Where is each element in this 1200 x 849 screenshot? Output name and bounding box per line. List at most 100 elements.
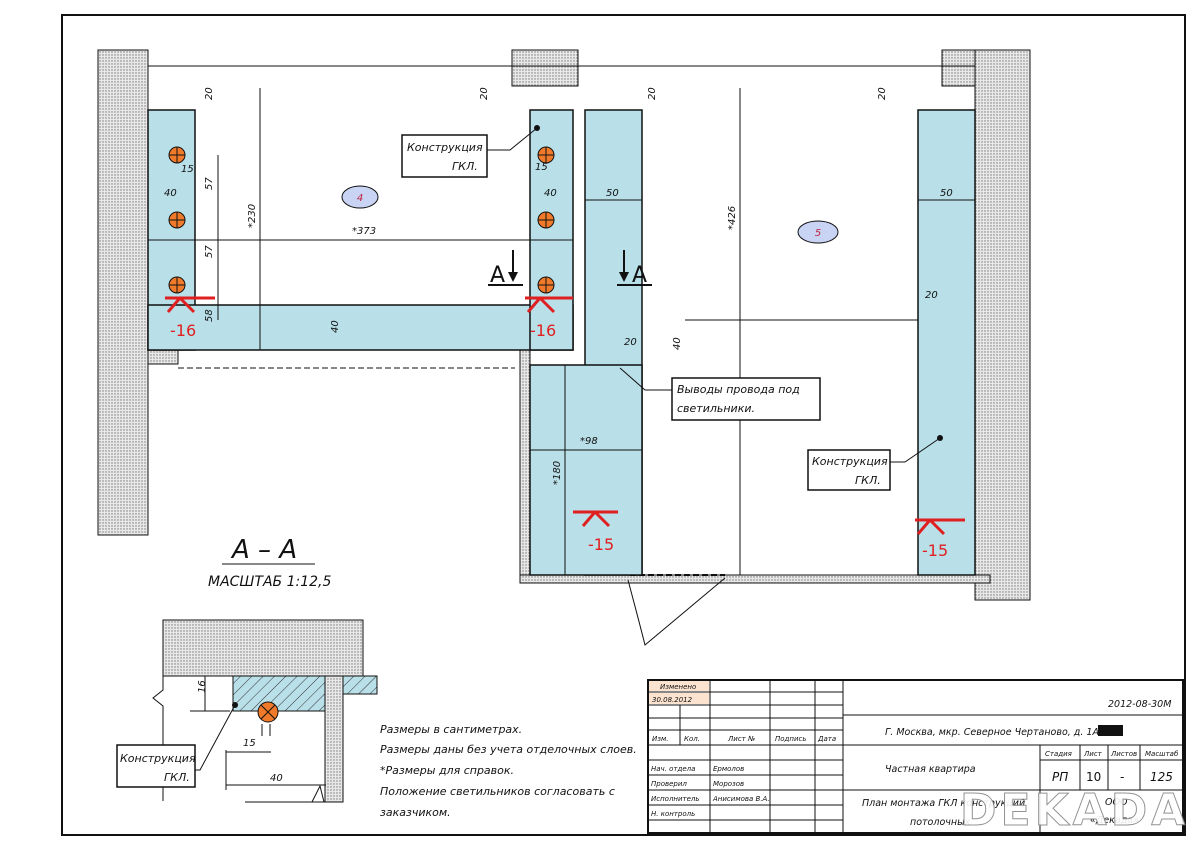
svg-text:-15: -15 <box>922 541 948 560</box>
svg-text:Нач. отдела: Нач. отдела <box>651 765 695 773</box>
lamp-icon <box>537 276 555 294</box>
dimension-lines <box>148 88 918 575</box>
svg-text:*230: *230 <box>247 204 258 228</box>
svg-text:Конструкция: Конструкция <box>812 455 888 468</box>
svg-text:50: 50 <box>606 188 619 199</box>
svg-text:ГКЛ.: ГКЛ. <box>164 771 190 784</box>
svg-text:Размеры в сантиметрах.: Размеры в сантиметрах. <box>380 723 522 736</box>
section-mark-right: А <box>617 250 652 288</box>
section-title: А – А <box>230 535 297 565</box>
level-marks: -16 -16 -15 -15 <box>165 296 965 560</box>
svg-text:Изменено: Изменено <box>660 683 696 691</box>
title-block: Изменено 30.08.2012 Изм. Кол. Лист № Под… <box>647 679 1189 837</box>
svg-text:15: 15 <box>243 738 256 749</box>
svg-text:Анисимова В.А.: Анисимова В.А. <box>712 795 770 803</box>
svg-text:5: 5 <box>815 228 821 239</box>
callout-gkl-top: Конструкция ГКЛ. <box>401 125 540 178</box>
room-badge: 4 <box>341 185 379 209</box>
room-badge: 5 <box>797 220 839 244</box>
svg-text:15: 15 <box>535 162 548 173</box>
lamp-icon <box>537 211 555 229</box>
section-detail: Конструкция ГКЛ. 16 15 40 <box>116 619 378 803</box>
svg-text:Листов: Листов <box>1110 750 1137 758</box>
svg-text:Исполнитель: Исполнитель <box>651 795 700 803</box>
notes: Размеры в сантиметрах. Размеры даны без … <box>380 723 637 819</box>
svg-text:ГКЛ.: ГКЛ. <box>452 160 478 173</box>
svg-text:Подпись: Подпись <box>775 735 807 743</box>
svg-text:40: 40 <box>164 188 177 199</box>
svg-text:Дата: Дата <box>817 735 836 743</box>
svg-text:-16: -16 <box>530 321 556 340</box>
svg-text:-15: -15 <box>588 535 614 554</box>
svg-text:Морозов: Морозов <box>713 780 744 788</box>
svg-text:-: - <box>1120 770 1124 784</box>
section-scale: МАСШТАБ 1:12,5 <box>208 574 331 590</box>
lamp-icon <box>168 211 186 229</box>
svg-text:ГКЛ.: ГКЛ. <box>855 474 881 487</box>
svg-text:Кол.: Кол. <box>684 735 700 743</box>
svg-text:16: 16 <box>197 680 208 693</box>
svg-text:План монтажа ГКЛ конструкций: План монтажа ГКЛ конструкций <box>862 798 1025 809</box>
svg-text:40: 40 <box>544 188 557 199</box>
lamp-icon <box>168 276 186 294</box>
svg-text:светильники.: светильники. <box>677 402 755 415</box>
svg-text:Изм.: Изм. <box>652 735 668 743</box>
svg-text:2012-08-30М: 2012-08-30М <box>1108 699 1171 710</box>
svg-text:«Декада»: «Декада» <box>1090 815 1139 826</box>
svg-text:40: 40 <box>672 337 683 350</box>
lamp-icon <box>257 701 279 723</box>
svg-text:А: А <box>490 263 505 288</box>
dimension-labels: 20 20 20 20 15 40 57 57 58 *230 *373 40 … <box>164 87 953 485</box>
svg-text:Г. Москва, мкр. Северное Черта: Г. Москва, мкр. Северное Чертаново, д. 1… <box>885 727 1119 738</box>
svg-text:58: 58 <box>204 309 215 322</box>
svg-text:Выводы провода под: Выводы провода под <box>677 383 800 396</box>
section-mark-left: А <box>488 250 523 288</box>
svg-text:20: 20 <box>204 87 215 100</box>
watermark-logo: DEKADA <box>960 785 1189 836</box>
svg-text:20: 20 <box>925 290 938 301</box>
svg-text:30.08.2012: 30.08.2012 <box>652 696 693 704</box>
svg-text:*373: *373 <box>352 226 376 237</box>
svg-text:20: 20 <box>647 87 658 100</box>
svg-text:Частная квартира: Частная квартира <box>885 764 976 775</box>
svg-text:20: 20 <box>877 87 888 100</box>
svg-text:125: 125 <box>1150 770 1173 784</box>
svg-text:40: 40 <box>330 320 341 333</box>
gkl-panels <box>147 109 976 576</box>
svg-text:10: 10 <box>1086 770 1101 784</box>
svg-text:Н. контроль: Н. контроль <box>651 810 695 818</box>
svg-text:потолочных: потолочных <box>910 817 971 828</box>
svg-text:Конструкция: Конструкция <box>407 141 483 154</box>
svg-text:57: 57 <box>204 177 215 190</box>
svg-text:15: 15 <box>181 164 194 175</box>
svg-text:20: 20 <box>479 87 490 100</box>
svg-text:57: 57 <box>204 245 215 258</box>
svg-text:Масштаб: Масштаб <box>1145 750 1179 758</box>
svg-text:Стадия: Стадия <box>1045 750 1072 758</box>
svg-text:Лист: Лист <box>1083 750 1103 758</box>
svg-text:*Размеры для справок.: *Размеры для справок. <box>380 764 514 777</box>
svg-text:заказчиком.: заказчиком. <box>380 806 451 819</box>
svg-text:50: 50 <box>940 188 953 199</box>
svg-text:Конструкция: Конструкция <box>120 752 196 765</box>
svg-text:Ермолов: Ермолов <box>713 765 744 773</box>
svg-text:Лист №: Лист № <box>727 735 755 743</box>
svg-text:20: 20 <box>624 337 637 348</box>
svg-text:40: 40 <box>270 773 283 784</box>
callout-wires: Выводы провода под светильники. <box>619 367 821 421</box>
svg-text:А: А <box>632 263 647 288</box>
svg-text:*426: *426 <box>727 206 738 230</box>
svg-text:Размеры даны без учета отделоч: Размеры даны без учета отделочных слоев. <box>380 743 637 756</box>
callout-gkl-right: Конструкция ГКЛ. <box>807 435 943 491</box>
svg-text:Проверил: Проверил <box>651 780 687 788</box>
svg-text:*180: *180 <box>552 461 563 485</box>
svg-text:Положение светильников согласо: Положение светильников согласовать с <box>380 785 615 798</box>
lamps <box>168 146 555 294</box>
svg-text:4: 4 <box>357 193 363 204</box>
svg-text:РП: РП <box>1052 770 1068 784</box>
lamp-icon <box>537 146 555 164</box>
sheet-frame <box>61 14 1186 836</box>
svg-text:*98: *98 <box>580 436 598 447</box>
walls <box>97 49 1031 646</box>
